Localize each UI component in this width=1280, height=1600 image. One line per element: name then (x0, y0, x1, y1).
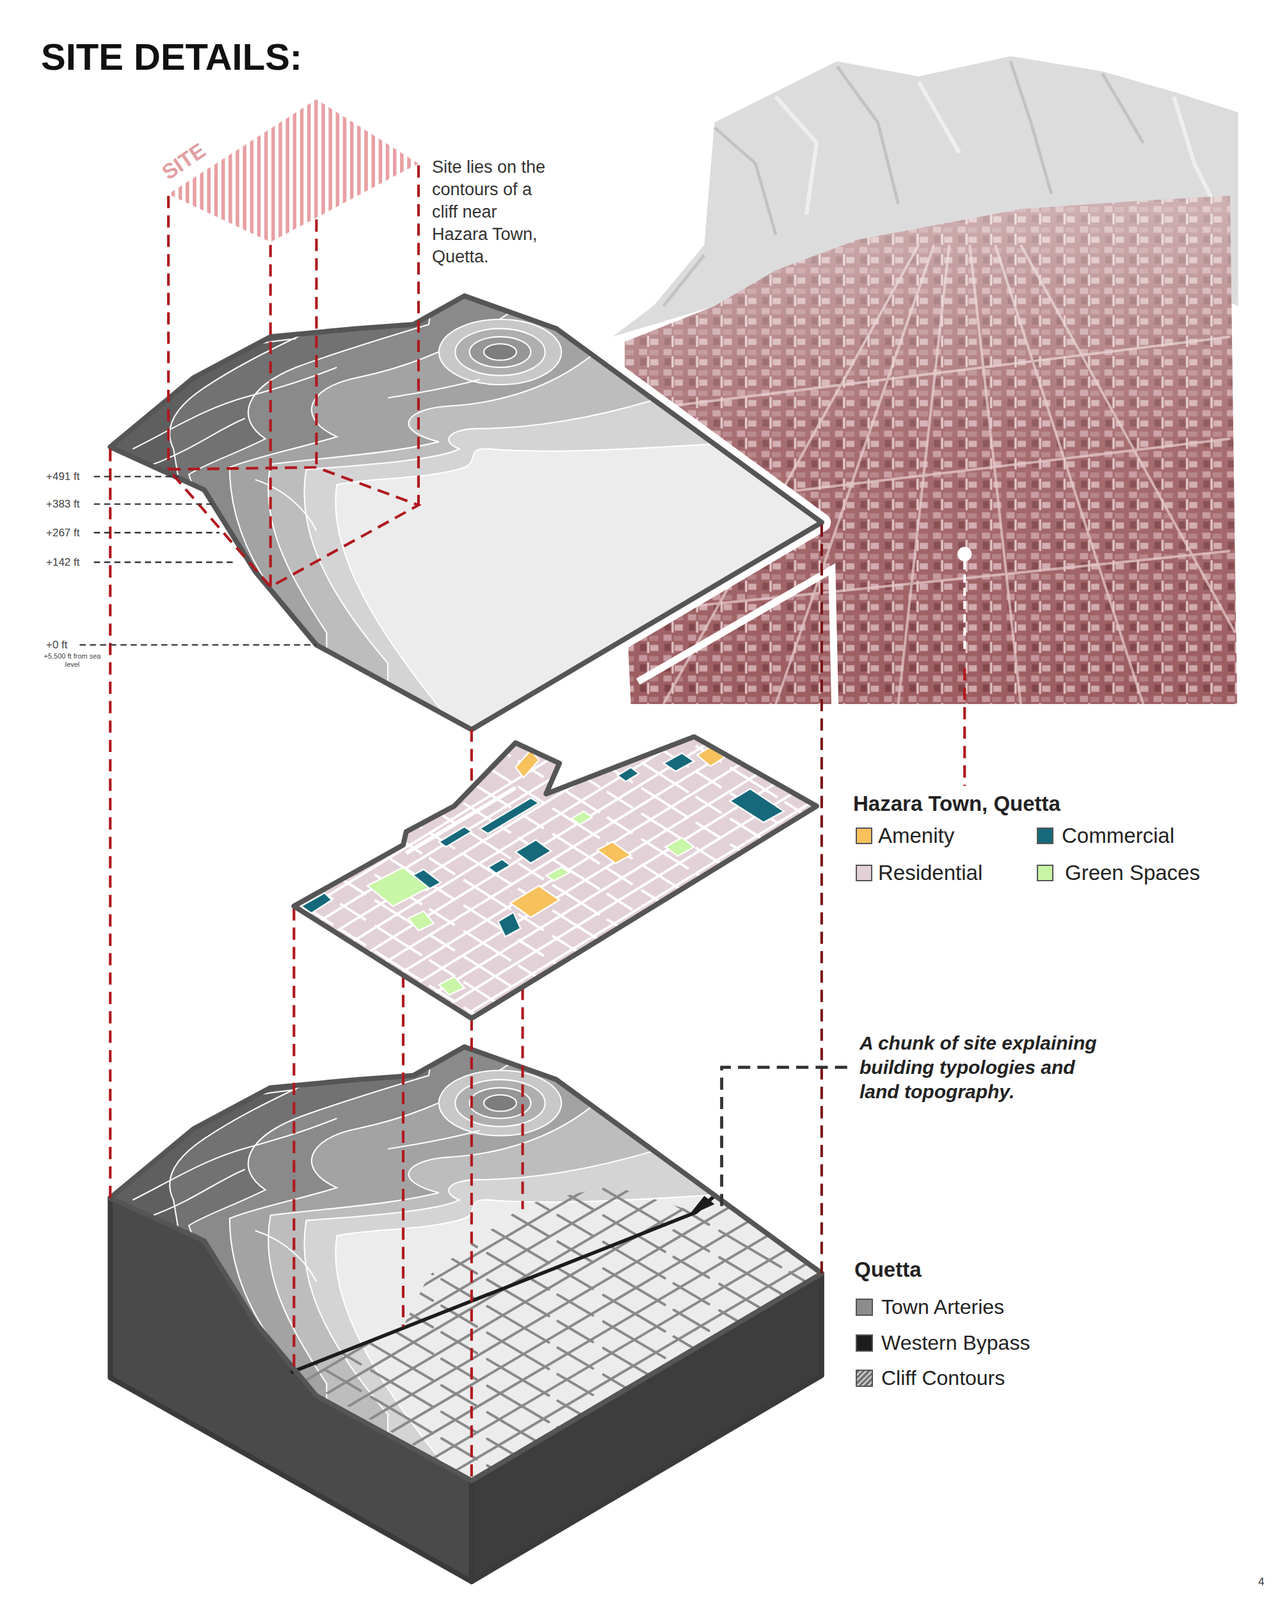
aerial-photo (612, 56, 1246, 715)
site-hatch (147, 97, 421, 246)
legend-swatch (855, 1369, 873, 1387)
legend-swatch (855, 1298, 873, 1316)
site-block (61, 957, 848, 1600)
elevation-note: +5,500 ft from sea level (43, 652, 102, 669)
callout-note: A chunk of site explaining building typo… (859, 1031, 1113, 1104)
elevation-label: +142 ft (46, 556, 80, 569)
legend-swatch (1036, 864, 1054, 882)
page-number: 4 (1258, 1575, 1264, 1589)
page-title: SITE DETAILS: (40, 34, 303, 80)
western-bypass (291, 1196, 715, 1373)
elevation-label: +0 ft (46, 638, 68, 652)
legend-heading: Hazara Town, Quetta (853, 791, 1061, 817)
legend-text: Western Bypass (881, 1330, 1030, 1355)
legend-swatch (855, 864, 873, 882)
elevation-label: +383 ft (46, 497, 80, 511)
legend-text: Commercial (1061, 823, 1175, 849)
site-diamond: SITE (147, 97, 421, 246)
top-terrain-layer (61, 255, 822, 776)
legend-text: Cliff Contours (881, 1365, 1005, 1391)
legend-swatch (1036, 827, 1054, 845)
land-use-layer (286, 487, 827, 1238)
legend-text: Town Arteries (881, 1294, 1005, 1320)
site-note: Site lies on the contours of a cliff nea… (432, 156, 554, 269)
projection-lines (110, 165, 965, 1480)
legend-text: Amenity (878, 823, 955, 849)
town-arteries (255, 957, 848, 1600)
legend-heading: Quetta (854, 1256, 922, 1283)
legend-text: Green Spaces (1064, 860, 1200, 886)
legend-text: Residential (878, 860, 983, 886)
elevation-label: +491 ft (46, 470, 80, 484)
legend-swatch (855, 827, 873, 845)
elevation-label: +267 ft (46, 526, 80, 540)
legend-swatch (855, 1334, 873, 1352)
leader-lines (79, 476, 847, 1210)
